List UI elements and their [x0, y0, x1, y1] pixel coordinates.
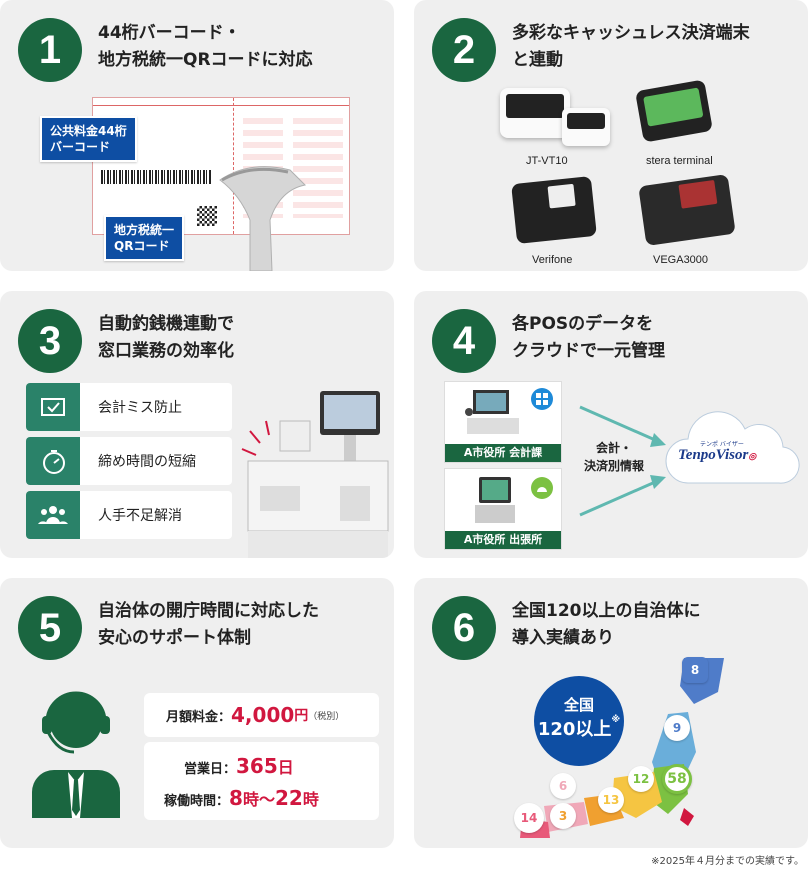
card-number: 6 — [432, 596, 496, 660]
flow-arrows — [579, 405, 666, 517]
card-title: 全国120以上の自治体に導入実績あり — [512, 601, 701, 648]
terminal-image — [500, 88, 570, 138]
pref-badge: 3 — [550, 803, 576, 829]
footnote: ※2025年４月分までの実績です。 — [651, 856, 804, 867]
terminal-image — [511, 175, 597, 245]
count-badge: 全国 120以上※ — [534, 676, 624, 766]
feature-item: 人手不足解消 — [26, 491, 232, 539]
card-2: 2 多彩なキャッシュレス決済端末と連動 JT-VT10 stera termin… — [414, 0, 808, 271]
terminal-image — [635, 79, 713, 143]
feature-item: 会計ミス防止 — [26, 383, 232, 431]
pref-badge: 6 — [550, 773, 576, 799]
card-1: 1 44桁バーコード・地方税統一QRコードに対応 公共料金44桁バーコード 地方… — [0, 0, 394, 271]
card-6: 6 全国120以上の自治体に導入実績あり 8 9 12 58 13 6 3 14… — [414, 578, 808, 848]
card-number: 2 — [432, 18, 496, 82]
support-operator-icon — [32, 691, 120, 818]
pref-badge: 13 — [598, 787, 624, 813]
pref-badge: 58 — [662, 764, 692, 794]
terminal-image — [638, 174, 736, 246]
card-number: 5 — [18, 596, 82, 660]
card-title: 各POSのデータをクラウドで一元管理 — [512, 314, 665, 361]
card-title: 44桁バーコード・地方税統一QRコードに対応 — [98, 23, 313, 70]
tenpovisor-logo: TenpoVisor◎ — [678, 447, 757, 463]
card-title: 自動釣銭機連動で窓口業務の効率化 — [98, 314, 234, 361]
terminal-label: Verifone — [532, 254, 573, 266]
people-icon — [26, 491, 80, 539]
card-title: 多彩なキャッシュレス決済端末と連動 — [512, 23, 750, 70]
stopwatch-icon — [26, 437, 80, 485]
office-card: A市役所 会計課 — [444, 381, 562, 463]
pref-badge: 8 — [682, 657, 708, 683]
pref-badge: 12 — [628, 766, 654, 792]
pref-badge: 9 — [664, 715, 690, 741]
cloud: TenpoVisor◎ テンポ バイザー — [660, 411, 800, 491]
terminal-image — [562, 108, 610, 146]
card-4: 4 各POSのデータをクラウドで一元管理 A市役所 会計課 A市役所 出張所 会… — [414, 291, 808, 558]
feature-item: 締め時間の短縮 — [26, 437, 232, 485]
pos-register-image — [465, 390, 519, 434]
card-number: 1 — [18, 18, 82, 82]
terminal-label: stera terminal — [646, 155, 713, 167]
terminal-label: VEGA3000 — [653, 254, 709, 266]
windows-icon — [531, 388, 553, 410]
terminal-label: JT-VT10 — [526, 155, 568, 167]
card-title: 自治体の開庁時間に対応した安心のサポート体制 — [98, 601, 319, 648]
pref-badge: 14 — [514, 803, 544, 833]
office-label: A市役所 出張所 — [445, 531, 561, 549]
android-icon — [531, 477, 553, 499]
office-label: A市役所 会計課 — [445, 444, 561, 462]
tablet-register-image — [475, 477, 515, 523]
office-card: A市役所 出張所 — [444, 468, 562, 550]
calculator-icon — [26, 383, 80, 431]
card-3: 3 自動釣銭機連動で窓口業務の効率化 会計ミス防止 締め時間の短縮 人手不足解消 — [0, 291, 394, 558]
barcode-label: 公共料金44桁バーコード — [40, 116, 137, 162]
tenpovisor-ruby: テンポ バイザー — [700, 441, 744, 448]
card-number: 3 — [18, 309, 82, 373]
scanner-image — [219, 166, 307, 271]
flow-label: 会計・決済別情報 — [583, 441, 644, 473]
card-number: 4 — [432, 309, 496, 373]
change-machine-image — [241, 391, 389, 558]
